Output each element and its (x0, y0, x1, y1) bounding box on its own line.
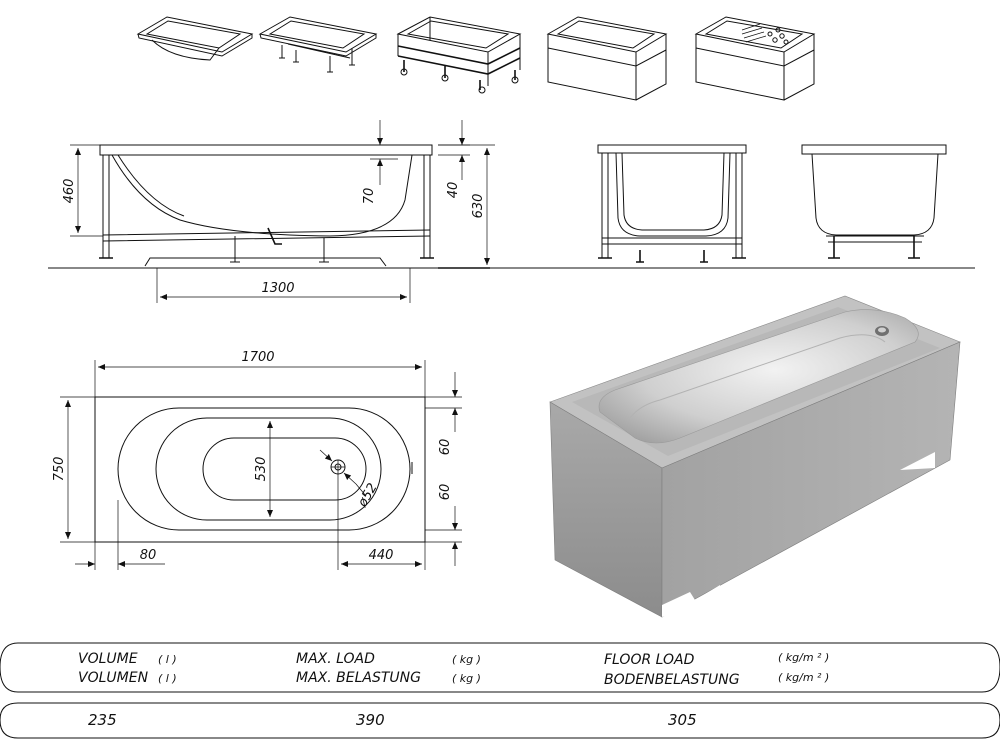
header-volume-de: VOLUMEN (78, 670, 149, 686)
specs-table: VOLUME VOLUMEN ( l ) ( l ) MAX. LOAD MAX… (0, 642, 1000, 739)
header-max-load-de: MAX. BELASTUNG (296, 670, 421, 686)
thumbnail-tub-frame (396, 16, 522, 94)
dim-1700: 1700 (241, 350, 274, 365)
thumbnail-tub-legs (258, 16, 378, 73)
dim-530: 530 (254, 457, 269, 482)
unit-load-de: ( kg ) (452, 672, 481, 685)
dim-750: 750 (52, 457, 67, 482)
value-max-load: 390 (356, 711, 385, 729)
dim-440: 440 (369, 548, 394, 563)
header-floor-load: FLOOR LOAD (604, 652, 695, 668)
side-elevation: 460 70 40 630 1300 (48, 120, 975, 303)
header-volume: VOLUME (78, 651, 138, 667)
dim-1300: 1300 (261, 281, 294, 296)
end-view-frame (597, 144, 747, 263)
dim-630: 630 (471, 194, 486, 219)
thumbnail-tub-panel-hydro (694, 16, 816, 101)
unit-volume: ( l ) (158, 653, 177, 666)
value-volume: 235 (88, 711, 117, 729)
unit-volume-de: ( l ) (158, 672, 177, 685)
plan-view: ø52 1700 750 530 60 60 80 4 (52, 350, 462, 570)
unit-floor-de: ( kg/m ² ) (778, 671, 829, 684)
dim-70: 70 (362, 188, 377, 205)
end-view-legs (801, 144, 947, 259)
dim-40: 40 (446, 182, 461, 199)
bathtub-render (549, 295, 961, 618)
header-floor-load-de: BODENBELASTUNG (604, 672, 740, 688)
dim-460: 460 (62, 179, 77, 204)
thumbnail-tub-only (136, 16, 254, 61)
header-max-load: MAX. LOAD (296, 651, 375, 667)
dim-60-top: 60 (438, 439, 453, 456)
dim-80: 80 (140, 548, 157, 563)
dim-d52: ø52 (355, 481, 381, 511)
dim-60-bottom: 60 (438, 484, 453, 501)
thumbnail-tub-panel (546, 16, 668, 101)
unit-load: ( kg ) (452, 653, 481, 666)
unit-floor: ( kg/m ² ) (778, 651, 829, 664)
value-floor-load: 305 (668, 711, 697, 729)
